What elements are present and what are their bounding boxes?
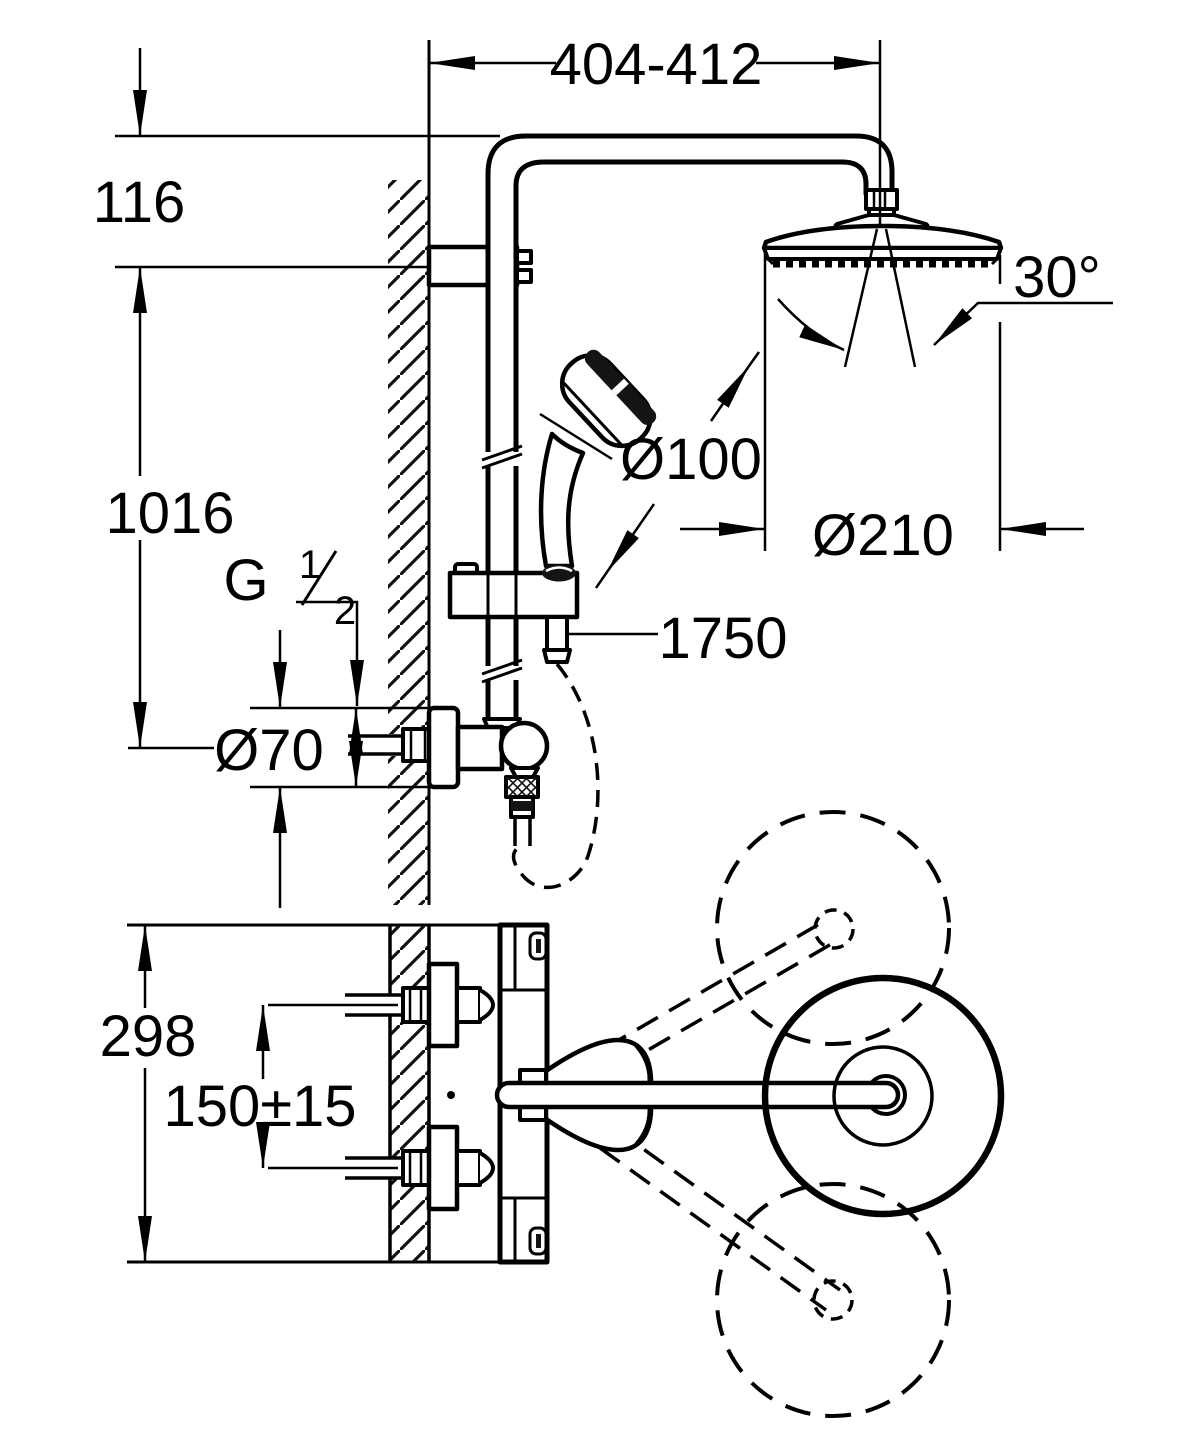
plan-view: 298 150±15 (100, 810, 1005, 1418)
rail-break-upper (481, 452, 523, 470)
head-shower-swiveled-up (715, 810, 951, 1046)
head-shower-disc (761, 974, 1005, 1218)
valve-body (455, 724, 505, 772)
head-shower-dome (761, 223, 1004, 251)
head-shower-plan (494, 974, 1005, 1218)
dim-upper-height-label: 116 (93, 170, 185, 235)
valve-ball-joint (498, 720, 550, 772)
dim-spacing-label: 150±15 (163, 1074, 356, 1139)
supply-connection-bottom (345, 1124, 495, 1212)
dim-thread-prefix: G (223, 548, 268, 613)
dim-depth-label: 298 (100, 1004, 197, 1069)
wall-hatch (388, 180, 429, 905)
hand-shower-handle (538, 431, 586, 569)
dim-thread-denominator: 2 (334, 589, 356, 633)
dim-rail-height-label: 1016 (105, 481, 234, 546)
head-shower-hub (832, 1045, 934, 1147)
swivel-arrow-right-leader (933, 301, 1113, 346)
exposed-valve (348, 705, 550, 846)
dim-hose-length-label: 1750 (658, 606, 787, 671)
thread-leader (296, 600, 364, 706)
wall-section (388, 40, 431, 905)
dim-angle-label: 30° (1013, 245, 1101, 310)
dimensions-plan: 298 150±15 (100, 925, 398, 1262)
dim-top-span-label: 404-412 (550, 32, 763, 97)
plan-wall-hatch (390, 925, 429, 1262)
shower-arm (494, 1080, 901, 1110)
head-shower (761, 188, 1113, 368)
head-shower-rim (762, 246, 1003, 261)
dim-escutcheon-label: Ø70 (214, 718, 324, 783)
supply-connection-top (345, 961, 495, 1049)
head-shower-swiveled-down (715, 1182, 951, 1418)
plan-wall-section (388, 925, 431, 1262)
check-screw-dot (447, 1091, 455, 1099)
hose-outlet (545, 615, 569, 655)
plan-escutcheon-top (426, 961, 460, 1049)
rail-break-lower (481, 666, 523, 684)
dim-thread-numerator: 1 (299, 543, 321, 587)
escutcheon (426, 705, 461, 790)
ball-joint-nut (864, 188, 899, 211)
dim-hand-diameter-label: Ø100 (620, 427, 762, 492)
swivel-arrow-left (777, 298, 845, 352)
spray-cone-right (884, 228, 917, 368)
plan-escutcheon-bottom (426, 1124, 460, 1212)
front-view: 404-412 116 1016 G 1 2 Ø70 (93, 32, 1113, 908)
dim-head-diameter-label: Ø210 (812, 503, 954, 568)
dimensions-front: 404-412 116 1016 G 1 2 Ø70 (93, 32, 1101, 908)
hand-shower (538, 349, 657, 582)
spray-cone-left (843, 228, 879, 368)
shower-pipe (481, 133, 895, 730)
